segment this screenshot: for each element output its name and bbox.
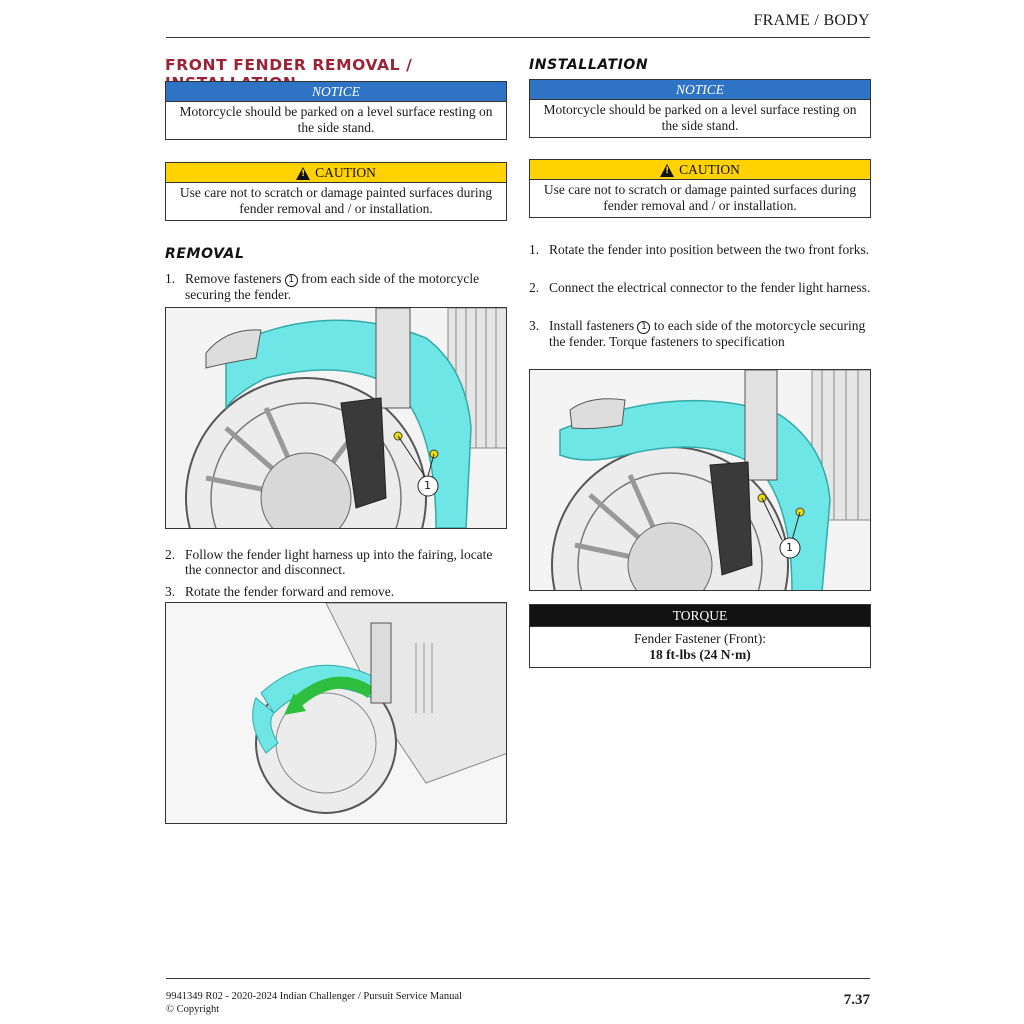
notice-label: NOTICE — [530, 80, 870, 100]
notice-text: Motorcycle should be parked on a level s… — [179, 104, 493, 135]
caution-text: Use care not to scratch or damage painte… — [543, 182, 857, 213]
torque-value: 18 ft-lbs (24 N·m) — [649, 647, 751, 662]
notice-box-left: NOTICE Motorcycle should be parked on a … — [165, 81, 507, 140]
header-section-title: FRAME / BODY — [753, 12, 870, 29]
notice-box-right: NOTICE Motorcycle should be parked on a … — [529, 79, 871, 138]
installation-step-3: 3. Install fasteners 1 to each side of t… — [529, 318, 866, 349]
installation-subtitle: INSTALLATION — [529, 57, 649, 73]
removal-subtitle: REMOVAL — [165, 246, 245, 262]
page-number: 7.37 — [843, 992, 870, 1008]
caution-label: CAUTION — [166, 163, 506, 183]
footer-manual-info: 9941349 R02 - 2020-2024 Indian Challenge… — [166, 990, 462, 1016]
installation-figure: 1 — [529, 369, 871, 591]
fender-rotate-illustration — [166, 603, 506, 823]
removal-figure-rotate — [165, 602, 507, 824]
removal-step-1: 1. Remove fasteners 1 from each side of … — [165, 271, 480, 302]
fender-fastener-illustration — [166, 308, 506, 528]
torque-spec: Fender Fastener (Front): 18 ft-lbs (24 N… — [530, 627, 870, 667]
removal-figure-fasteners: 1 — [165, 307, 507, 529]
installation-step-2: 2. Connect the electrical connector to t… — [529, 280, 871, 295]
figure-callout-1: 1 — [424, 479, 431, 492]
warning-triangle-icon — [660, 164, 675, 177]
notice-label: NOTICE — [166, 82, 506, 102]
caution-text: Use care not to scratch or damage painte… — [179, 185, 493, 216]
torque-item: Fender Fastener (Front): — [634, 631, 766, 646]
footer-rule — [166, 978, 870, 979]
caution-box-right: CAUTION Use care not to scratch or damag… — [529, 159, 871, 218]
caution-box-left: CAUTION Use care not to scratch or damag… — [165, 162, 507, 221]
caution-label: CAUTION — [530, 160, 870, 180]
warning-triangle-icon — [296, 167, 311, 180]
torque-box: TORQUE Fender Fastener (Front): 18 ft-lb… — [529, 604, 871, 668]
footer-manual-title: 9941349 R02 - 2020-2024 Indian Challenge… — [166, 991, 462, 1002]
callout-1: 1 — [284, 274, 298, 287]
notice-text: Motorcycle should be parked on a level s… — [543, 102, 857, 133]
installation-step-1: 1. Rotate the fender into position betwe… — [529, 242, 870, 257]
fender-install-illustration — [530, 370, 870, 590]
callout-1: 1 — [637, 321, 651, 334]
figure-callout-1: 1 — [786, 541, 793, 554]
torque-label: TORQUE — [530, 605, 870, 627]
header-rule — [166, 37, 870, 38]
removal-step-2: 2. Follow the fender light harness up in… — [165, 547, 493, 577]
removal-step-3: 3. Rotate the fender forward and remove. — [165, 584, 395, 599]
footer-copyright: © Copyright — [166, 1004, 220, 1015]
